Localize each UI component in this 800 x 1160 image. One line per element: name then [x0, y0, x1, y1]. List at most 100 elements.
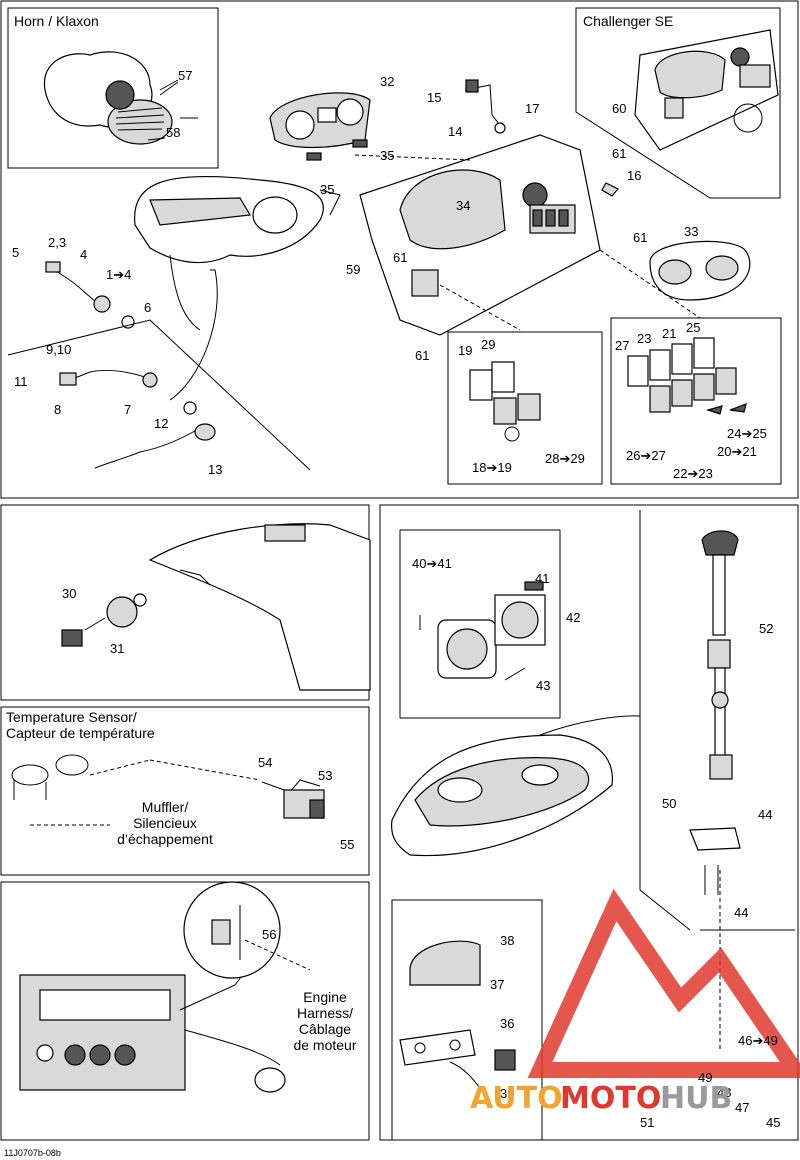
callout-37: 37 [490, 977, 504, 992]
callout-44b: 44 [734, 905, 748, 920]
callout-11: 11 [14, 374, 28, 389]
callout-16: 16 [627, 168, 641, 183]
callout-61d: 61 [415, 348, 429, 363]
challenger-inset-frame [575, 7, 781, 199]
harness-label-line3: Câblage [299, 1021, 351, 1037]
switch-set-b-frame [610, 317, 782, 485]
callout-31: 31 [110, 641, 124, 656]
callout-19: 19 [458, 343, 472, 358]
horn-title: Horn / Klaxon [14, 13, 99, 29]
callout-61a: 61 [612, 146, 626, 161]
callout-21: 21 [662, 326, 676, 341]
callout-1-4: 1➔4 [106, 267, 131, 282]
callout-8: 8 [54, 402, 61, 417]
callout-24-25: 24➔25 [727, 426, 767, 441]
callout-46-49: 46➔49 [738, 1033, 778, 1048]
callout-42: 42 [566, 610, 580, 625]
callout-33: 33 [684, 224, 698, 239]
callout-6: 6 [144, 300, 151, 315]
harness-label-line1: Engine [303, 989, 347, 1005]
callout-30: 30 [62, 586, 76, 601]
callout-38: 38 [500, 933, 514, 948]
callout-54: 54 [258, 755, 272, 770]
leader-lines [30, 154, 721, 1050]
callout-47: 47 [735, 1100, 749, 1115]
harness-label-line2: Harness/ [297, 1005, 353, 1021]
callout-40-41: 40➔41 [412, 556, 452, 571]
callout-35b: 35 [320, 182, 334, 197]
wiring-drawing [7, 261, 311, 471]
muffler-label-line2: Silencieux [133, 815, 197, 831]
callout-27: 27 [615, 338, 629, 353]
callout-49: 49 [698, 1070, 712, 1085]
temperature-panel-frame [0, 706, 370, 876]
callout-34: 34 [456, 198, 470, 213]
callout-17: 17 [525, 101, 539, 116]
callout-55: 55 [340, 837, 354, 852]
callout-26-27: 26➔27 [626, 448, 666, 463]
callout-20-21: 20➔21 [717, 444, 757, 459]
callout-58: 58 [166, 125, 180, 140]
boat-drawing [390, 715, 641, 857]
switch-set-a-frame [447, 331, 603, 485]
gauge-cluster-drawing [269, 92, 371, 161]
callout-14: 14 [448, 124, 462, 139]
callout-28-29: 28➔29 [545, 451, 585, 466]
callout-53: 53 [318, 768, 332, 783]
callout-35a: 35 [380, 148, 394, 163]
challenger-title: Challenger SE [583, 13, 673, 29]
temperature-title-line2: Capteur de température [6, 725, 155, 741]
switch-set-b-drawing [627, 337, 747, 415]
watermark-logo [527, 888, 800, 1078]
callout-32: 32 [380, 74, 394, 89]
callout-9-10: 9,10 [46, 342, 71, 357]
lights-panel-frame [379, 504, 799, 1141]
engine-drawing [19, 881, 286, 1093]
callout-12: 12 [154, 416, 168, 431]
callout-22-23: 22➔23 [673, 466, 713, 481]
callout-29: 29 [481, 337, 495, 352]
callout-52: 52 [759, 621, 773, 636]
muffler-label-line3: d’échappement [117, 831, 213, 847]
console-drawing [134, 175, 341, 401]
callout-59: 59 [346, 262, 360, 277]
callout-4: 4 [80, 247, 87, 262]
callout-23b: 23 [637, 331, 651, 346]
callout-7: 7 [124, 402, 131, 417]
callout-61b: 61 [633, 230, 647, 245]
switch-set-a-drawing [469, 361, 541, 442]
callout-2-3: 2,3 [48, 235, 66, 250]
vent-inset-frame [399, 529, 561, 719]
horn-drawing [43, 51, 198, 145]
callout-39: 39 [500, 1086, 514, 1101]
top-panel-frame [0, 0, 799, 499]
callout-18-19: 18➔19 [472, 460, 512, 475]
callout-44a: 44 [758, 807, 772, 822]
dashboard-panel-drawing [359, 79, 619, 336]
callout-15: 15 [427, 90, 441, 105]
watermark-part3: HUB [660, 1081, 732, 1116]
horn-inset-frame [7, 7, 219, 169]
watermark-part2: MOTO [560, 1081, 661, 1116]
socket-drawing [61, 523, 371, 691]
watermark-text: AUTO MOTO HUB [470, 1081, 732, 1116]
temperature-sensor-drawing [11, 754, 325, 819]
callout-labels: 5 7 58 32 15 17 14 35 35 16 61 61 61 61 3… [12, 68, 780, 1130]
courtesy-light-drawing [399, 940, 516, 1101]
callout-13: 13 [208, 462, 222, 477]
callout-36: 36 [500, 1016, 514, 1031]
navigation-light-drawing [639, 510, 795, 931]
muffler-label-line1: Muffler/ [142, 799, 189, 815]
callout-45: 45 [766, 1115, 780, 1130]
cup-holder-drawing [649, 240, 751, 301]
temperature-title-line1: Temperature Sensor/ [6, 709, 137, 725]
callout-61c: 61 [393, 250, 407, 265]
callout-43: 43 [536, 678, 550, 693]
callout-5: 5 [12, 245, 19, 260]
callout-60: 60 [612, 101, 626, 116]
figure-code: 11J0707b-08b [4, 1148, 61, 1158]
callout-56: 56 [262, 927, 276, 942]
challenger-panel-drawing [634, 29, 779, 151]
